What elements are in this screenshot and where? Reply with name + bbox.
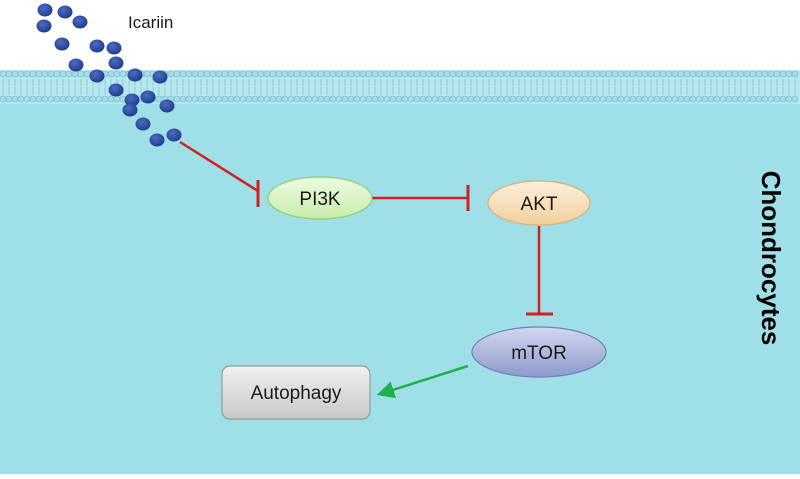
icariin-molecule-dot [54, 37, 70, 51]
edge-akt-mtor [526, 226, 553, 316]
icariin-label: Icariin [128, 13, 173, 32]
icariin-molecule-dot [127, 68, 143, 82]
icariin-molecule-dot [108, 56, 124, 70]
node-mtor: mTOR [471, 326, 607, 378]
icariin-molecule-dot [124, 93, 140, 107]
icariin-molecule-dot [149, 133, 165, 147]
icariin-molecule-dot [166, 128, 182, 142]
icariin-molecule-dot [89, 39, 105, 53]
icariin-molecule-dot [122, 103, 138, 117]
icariin-molecule-dot [89, 69, 105, 83]
node-akt-label: AKT [521, 194, 558, 215]
node-pi3k: PI3K [267, 176, 373, 220]
edge-icariin-pi3k [179, 140, 260, 207]
node-pi3k-label: PI3K [299, 189, 341, 210]
icariin-molecule-dot [57, 5, 73, 19]
icariin-molecule-dot [68, 58, 84, 72]
icariin-molecule-dot [140, 90, 156, 104]
icariin-molecule-dot [106, 41, 122, 55]
icariin-molecule-dot [36, 19, 52, 33]
icariin-molecule-dot [108, 83, 124, 97]
node-mtor-label: mTOR [511, 343, 567, 364]
icariin-molecule-dot [72, 15, 88, 29]
icariin-molecules [36, 3, 182, 147]
node-autophagy: Autophagy [221, 365, 371, 420]
node-autophagy-label: Autophagy [251, 383, 342, 404]
icariin-molecule-dot [152, 70, 168, 84]
icariin-molecule-dot [159, 99, 175, 113]
cell-type-label: Chondrocytes [756, 171, 786, 346]
edge-pi3k-akt [372, 185, 470, 211]
cytoplasm-region [0, 92, 800, 474]
edge-mtor-autophagy [376, 364, 469, 399]
icariin-molecule-dot [37, 3, 53, 17]
node-akt: AKT [487, 180, 591, 226]
icariin-molecule-dot [135, 117, 151, 131]
